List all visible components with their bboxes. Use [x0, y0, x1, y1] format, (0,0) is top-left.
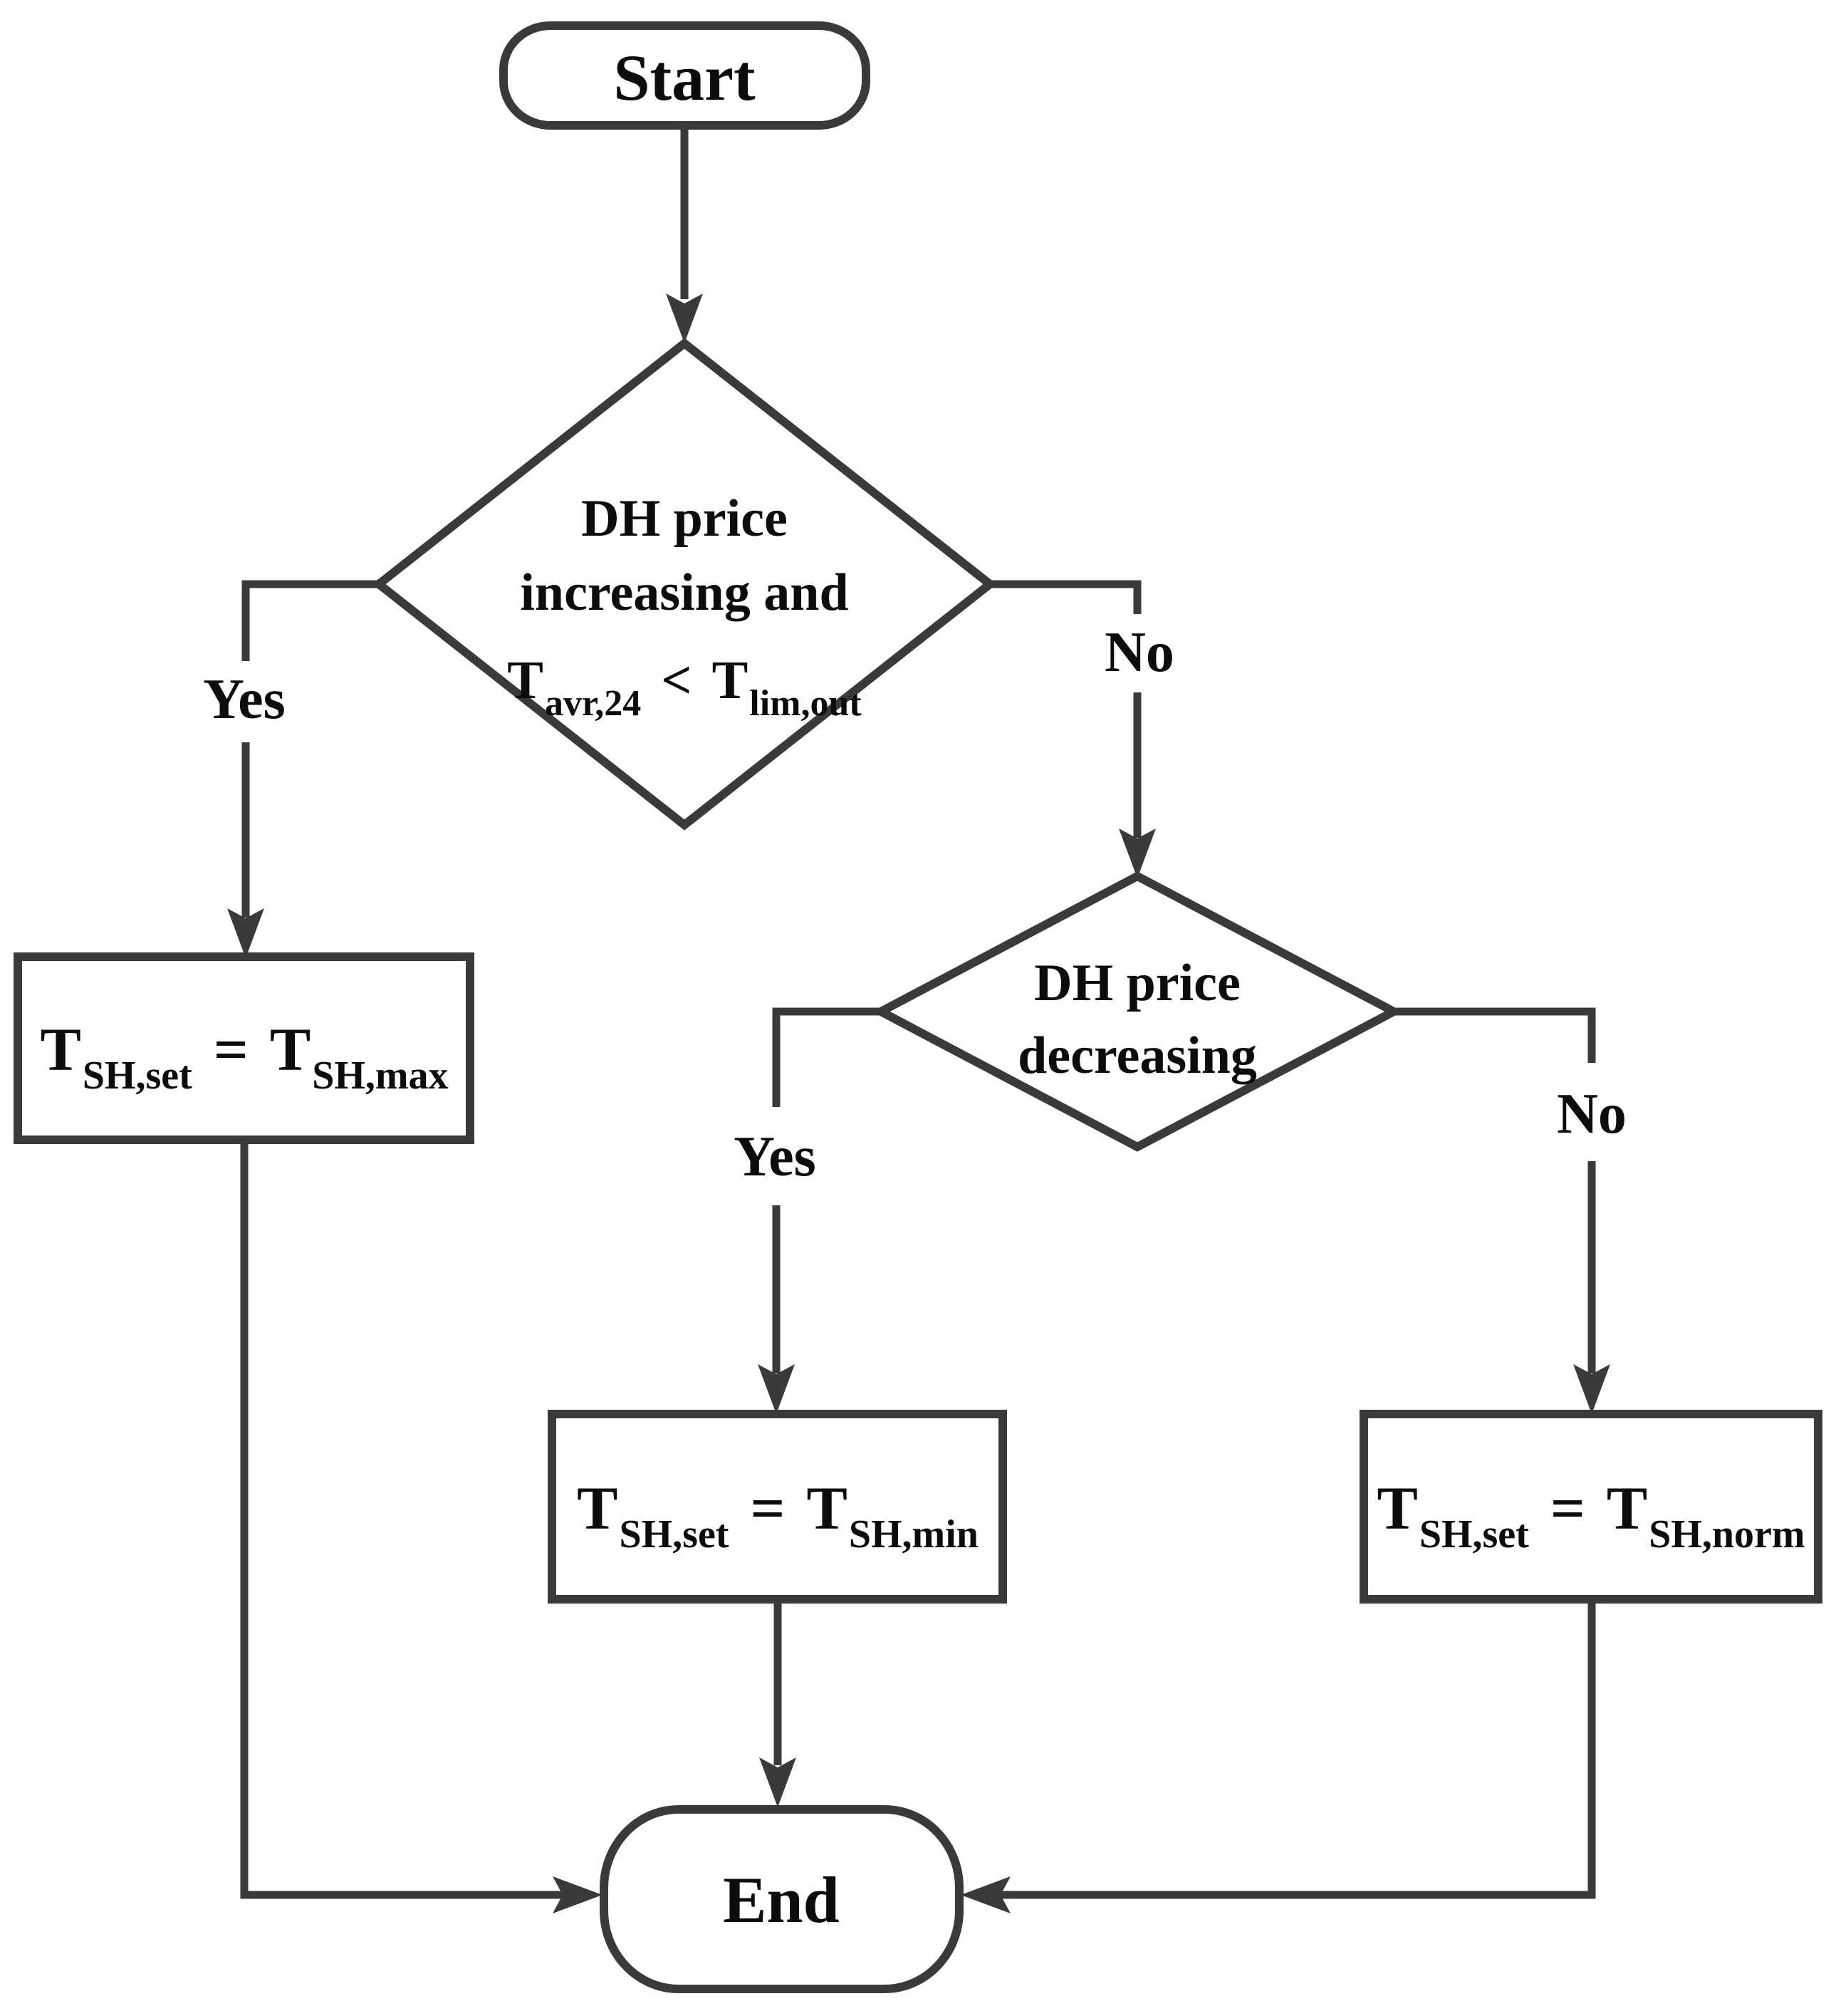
- process-min-sub2: SH,min: [849, 1512, 979, 1557]
- decision1-diamond: [372, 338, 997, 831]
- process-min-box: [548, 1410, 1007, 1604]
- process-max-base1: T: [40, 1015, 80, 1084]
- decision1-no-label: No: [1105, 621, 1174, 684]
- process-min-operator: =: [750, 1474, 785, 1542]
- decision2-text-line2: decreasing: [1018, 1027, 1257, 1085]
- arrowhead-into-process-max-icon: [227, 908, 264, 958]
- process-max-operator: =: [214, 1015, 249, 1084]
- decision2-yes-label: Yes: [734, 1126, 816, 1188]
- end-node: [600, 1805, 964, 1993]
- start-label: Start: [613, 41, 756, 114]
- process-norm-sub1: SH,set: [1419, 1512, 1529, 1557]
- decision1-text-line1: DH price: [581, 489, 788, 548]
- process-norm-box: [1360, 1410, 1822, 1604]
- arrowhead-into-decision2-icon: [1119, 828, 1156, 878]
- edge-decision2-yes-upper: [772, 1007, 882, 1107]
- edge-process-max-to-end: [240, 1140, 564, 1899]
- edge-decision1-yes-upper: [241, 580, 380, 661]
- decision1-condition-formula: Tavr,24 < Tlim,out: [507, 650, 862, 724]
- decision2-diamond: [872, 871, 1403, 1152]
- decision1-text-line2: increasing and: [520, 563, 848, 622]
- process-norm-operator: =: [1550, 1474, 1585, 1542]
- edge-decision2-no-upper: [1392, 1007, 1596, 1063]
- process-max-sub1: SH,set: [83, 1054, 192, 1098]
- decision2-text-line1: DH price: [1034, 954, 1241, 1012]
- decision1-formula-base1: T: [507, 650, 543, 710]
- edge-process-norm-to-end: [999, 1599, 1596, 1899]
- process-max-base2: T: [270, 1015, 311, 1084]
- arrowhead-into-process-min-icon: [758, 1364, 795, 1414]
- decision1-formula-base2: T: [712, 650, 748, 710]
- process-norm-formula: TSH,set=TSH,norm: [1377, 1474, 1805, 1557]
- process-max-formula: TSH,set=TSH,max: [40, 1015, 448, 1098]
- decision1-formula-sub2: lim,out: [749, 683, 862, 724]
- process-max-box: [14, 952, 474, 1144]
- decision2-no-label: No: [1557, 1083, 1627, 1145]
- decision1-yes-label: Yes: [203, 668, 286, 731]
- process-norm-sub2: SH,norm: [1649, 1512, 1805, 1557]
- process-norm-base2: T: [1607, 1474, 1647, 1542]
- arrowhead-into-end-top-icon: [759, 1757, 796, 1807]
- arrowhead-into-end-left-icon: [553, 1876, 602, 1913]
- decision1-formula-operator: <: [661, 650, 692, 710]
- end-label: End: [723, 1864, 840, 1936]
- decision1-formula-sub1: avr,24: [545, 683, 641, 724]
- start-node: [499, 21, 870, 130]
- process-norm-base1: T: [1377, 1474, 1417, 1542]
- arrowhead-into-decision1-icon: [666, 293, 703, 343]
- process-min-formula: TSH,set=TSH,min: [577, 1474, 979, 1557]
- process-min-base1: T: [577, 1474, 617, 1542]
- process-max-sub2: SH,max: [312, 1054, 448, 1098]
- arrowhead-into-process-norm-icon: [1573, 1364, 1610, 1414]
- process-min-sub1: SH,set: [619, 1512, 729, 1557]
- process-min-base2: T: [806, 1474, 847, 1542]
- arrowhead-into-end-right-icon: [961, 1876, 1011, 1913]
- edge-decision1-no-upper: [990, 580, 1142, 614]
